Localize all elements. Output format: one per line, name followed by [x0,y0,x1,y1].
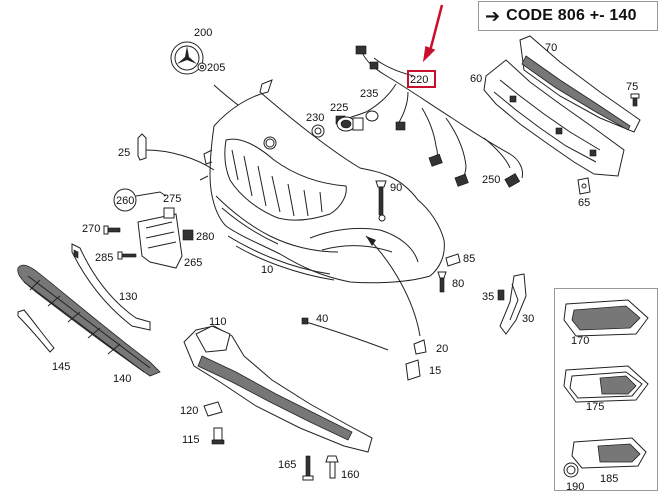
front-bumper-10 [199,79,445,284]
clip-120 [203,401,223,417]
callout-185: 185 [600,473,618,485]
callout-280: 280 [196,231,214,243]
right-arrow-icon: ➔ [485,5,501,27]
callout-80: 80 [452,278,464,290]
callout-160: 160 [341,469,359,481]
fog-light-parts-panel [554,288,658,491]
bracket-25 [137,133,215,171]
washer-205 [197,62,207,72]
callout-220: 220 [410,74,428,86]
callout-265: 265 [184,257,202,269]
callout-15: 15 [429,365,441,377]
callout-145: 145 [52,361,70,373]
clip-85 [445,253,461,267]
callout-35: 35 [482,291,494,303]
tow-cover-20 [413,339,427,355]
callout-270: 270 [82,223,100,235]
bracket-70 [519,35,641,133]
plate-holder-265 [137,207,183,269]
callout-130: 130 [119,291,137,303]
screw-165 [302,455,314,481]
callout-65: 65 [578,197,590,209]
rivet-160 [325,455,339,479]
support-60 [483,59,625,177]
callout-40: 40 [316,313,328,325]
callout-20: 20 [436,343,448,355]
bolt-80 [437,271,447,293]
lower-grille-140 [17,264,161,377]
callout-165: 165 [278,459,296,471]
callout-230: 230 [306,112,324,124]
callout-90: 90 [390,182,402,194]
highlight-arrow [422,4,444,63]
code-label: CODE 806 +- 140 [506,7,637,24]
callout-200: 200 [194,27,212,39]
callout-175: 175 [586,401,604,413]
callout-25: 25 [118,147,130,159]
nut-280 [182,229,194,241]
callout-110: 110 [209,316,227,328]
wire-40 [301,317,389,351]
bracket-30 [499,273,527,335]
clip-35 [497,289,505,301]
callout-170: 170 [571,335,589,347]
bolt-115 [211,427,225,445]
callout-285: 285 [95,252,113,264]
highlight-box-220 [407,70,436,88]
parking-sensor-225 [336,116,364,132]
code-note: ➔ CODE 806 +- 140 [478,1,658,31]
callout-circle-260 [113,188,137,212]
bolt-90 [375,180,387,216]
callout-10: 10 [261,264,273,276]
fog-trim-175 [563,365,649,403]
underbody-guard-110 [183,325,373,453]
clip-65 [577,177,591,195]
callout-30: 30 [522,313,534,325]
callout-120: 120 [180,405,198,417]
callout-250: 250 [482,174,500,186]
wiring-harness-220 [335,45,523,188]
screw-270 [103,225,121,235]
screw-75 [630,93,640,107]
callout-140: 140 [113,373,131,385]
sensor-holder-235 [365,110,379,122]
screw-285 [117,251,137,260]
callout-260: 260 [116,195,134,207]
callout-85: 85 [463,253,475,265]
callout-60: 60 [470,73,482,85]
fog-cover-185 [571,437,647,469]
ring-190 [563,462,579,478]
callout-205: 205 [207,62,225,74]
fog-grille-170 [563,299,649,337]
tow-cap-15 [405,359,421,381]
sensor-ring-230 [311,124,325,138]
chrome-strip-145 [17,309,55,353]
callout-275: 275 [163,193,181,205]
callout-70: 70 [545,42,557,54]
trim-strip-130 [71,243,151,331]
callout-235: 235 [360,88,378,100]
callout-225: 225 [330,102,348,114]
emblem-200 [170,41,204,75]
callout-115: 115 [182,434,200,446]
callout-75: 75 [626,81,638,93]
